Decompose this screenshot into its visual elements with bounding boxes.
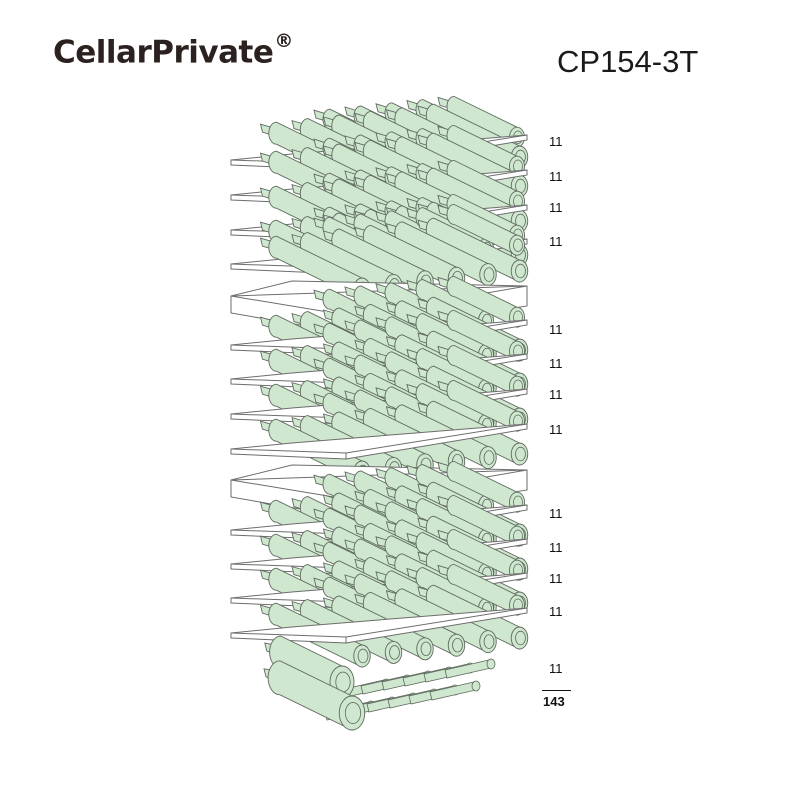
model-number: CP154-3T bbox=[557, 44, 699, 79]
shelf-count-13: 11 bbox=[549, 661, 563, 676]
shelf-count-7: 11 bbox=[549, 387, 563, 402]
base-small-bottle-12 bbox=[429, 680, 481, 701]
shelf-count-9: 11 bbox=[549, 506, 563, 521]
base-bottle-cluster bbox=[263, 635, 496, 731]
total-count: 143 bbox=[543, 694, 565, 709]
shelf-count-3: 11 bbox=[549, 200, 563, 215]
shelf-count-5: 11 bbox=[549, 322, 563, 337]
bottle-front-6 bbox=[417, 217, 529, 283]
total-divider bbox=[542, 690, 571, 691]
zone3-shelf-4 bbox=[230, 607, 528, 644]
shelf-count-8: 11 bbox=[549, 422, 563, 437]
brand-logo: CellarPrivate® bbox=[53, 30, 293, 71]
bottle-back-5 bbox=[437, 124, 525, 177]
zone2-shelf-4 bbox=[230, 423, 528, 460]
shelf-count-12: 11 bbox=[549, 604, 563, 619]
base-small-bottle-6 bbox=[444, 658, 496, 679]
base-large-bottle-2 bbox=[263, 660, 366, 731]
shelf-count-2: 11 bbox=[549, 169, 563, 184]
shelf-count-1: 11 bbox=[549, 134, 563, 149]
shelf-count-11: 11 bbox=[549, 571, 563, 586]
bottle-back-5 bbox=[437, 203, 525, 256]
shelf-count-10: 11 bbox=[549, 540, 563, 555]
registered-mark: ® bbox=[274, 30, 293, 52]
shelf-count-6: 11 bbox=[549, 356, 563, 371]
bottle-back-5 bbox=[437, 159, 525, 212]
shelf-count-4: 11 bbox=[549, 234, 563, 249]
brand-name: CellarPrivate bbox=[53, 34, 274, 71]
